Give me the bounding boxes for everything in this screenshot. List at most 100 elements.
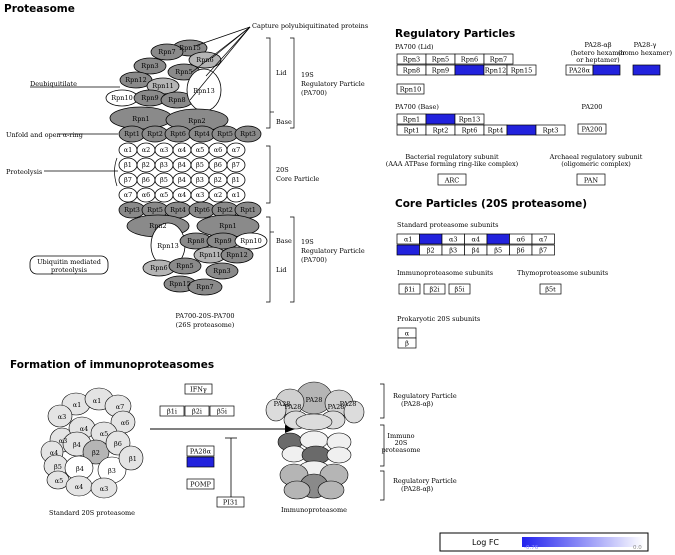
schematic-label-29: β4	[178, 161, 186, 169]
pan-box[interactable]	[576, 173, 606, 186]
schematic-label-64: Rpn15	[169, 280, 191, 288]
rp-bottom-1: 19S	[301, 238, 314, 246]
section-title-formation: Formation of immunoproteasomes	[10, 359, 214, 371]
thymo-b5t[interactable]	[539, 283, 562, 295]
schematic-label-9: Rpn8	[168, 96, 185, 104]
lid-top-label: Lid	[276, 69, 287, 77]
schematic-label-57: Rpn9	[214, 237, 231, 245]
schematic-label-8: Rpn9	[141, 94, 158, 102]
lid-rpn5-label: Rpn5	[432, 56, 449, 64]
formation-pi31[interactable]	[216, 496, 245, 508]
legend-title: Log FC	[472, 538, 499, 547]
base-rpt3[interactable]	[535, 124, 566, 136]
proteolysis-label: Proteolysis	[6, 168, 42, 176]
prok-beta-label: β	[405, 340, 409, 348]
legend-max: 0.0	[633, 545, 642, 551]
rpn10[interactable]	[396, 83, 425, 95]
section-title-proteasome: Proteasome	[4, 3, 75, 15]
schematic-label-35: β5	[160, 176, 168, 184]
thymo-title: Thymoproteasome subunits	[517, 269, 608, 277]
lid-rpn7[interactable]	[483, 53, 514, 65]
formation-rp-bottom-1: Regulatory Particle	[393, 477, 457, 485]
immuno-subunit-3[interactable]	[265, 398, 287, 422]
schematic-label-38: β2	[214, 176, 222, 184]
schematic-label-43: α4	[178, 191, 187, 199]
pa28g-box[interactable]	[632, 64, 661, 76]
pa700-lid-title: PA700 (Lid)	[395, 43, 434, 51]
schematic-label-23: α5	[196, 146, 205, 154]
immuno-subunit-19[interactable]	[317, 480, 345, 500]
rpn3-top[interactable]	[133, 57, 167, 75]
std-label-13: β4	[76, 465, 84, 473]
pa28g-title-1: PA28-γ	[634, 41, 657, 49]
immuno-subunit-13[interactable]	[326, 446, 352, 464]
formation-mid-1: Immuno	[387, 432, 414, 440]
std-label-12: β5	[54, 463, 62, 471]
formation-pa28a[interactable]	[186, 445, 215, 457]
beta-7[interactable]	[531, 244, 555, 256]
schematic-label-6: Rpn11	[152, 82, 174, 90]
std-caption: Standard 20S proteasome	[49, 509, 135, 517]
pa28b-box-label: PA28β	[596, 67, 617, 75]
ubiquitin-proteolysis-link[interactable]	[29, 255, 109, 275]
formation-β1i[interactable]	[159, 405, 185, 417]
schematic-label-60: Rpn12	[226, 251, 248, 259]
immuno-β2i[interactable]	[423, 283, 446, 295]
pa28g-box-label: PA28γ	[636, 67, 657, 75]
alpha-7[interactable]	[531, 233, 555, 245]
alpha-7-label: α7	[539, 236, 548, 244]
pa28ab-title-3: or heptamer)	[576, 56, 620, 64]
immuno-subunit-18[interactable]	[283, 480, 311, 500]
pa28b-box[interactable]	[592, 64, 621, 76]
prok-title: Prokaryotic 20S subunits	[397, 315, 480, 323]
schematic-label-58: Rpn10	[240, 237, 262, 245]
immuno-subunit-7[interactable]	[295, 413, 333, 431]
formation-mid-3: proteasome	[382, 446, 421, 454]
base-rpn13[interactable]	[454, 113, 485, 125]
rpn7-top[interactable]	[150, 43, 184, 61]
formation-β2i[interactable]	[184, 405, 210, 417]
std-label-9: β6	[114, 440, 122, 448]
std-label-6: α5	[100, 430, 109, 438]
schematic-label-51: Rpt2	[217, 206, 233, 214]
schematic-label-33: β7	[124, 176, 132, 184]
formation-rp-top-1: Regulatory Particle	[393, 392, 457, 400]
left-annotations: Capture polyubiquitinated proteins Deubi…	[6, 22, 368, 329]
prok-beta[interactable]	[397, 337, 417, 349]
lid-rpn12-label: Rpn12	[485, 67, 507, 75]
std-subunit-3[interactable]	[47, 404, 73, 428]
std-subunit-10[interactable]	[82, 439, 110, 465]
ubiquitin-box-2: proteolysis	[51, 266, 87, 274]
lid-rpn15[interactable]	[506, 64, 537, 76]
base-bottom-label: Base	[276, 237, 292, 245]
immuno-β1i[interactable]	[398, 283, 421, 295]
immuno-β5i[interactable]	[448, 283, 471, 295]
schematic-label-14: Rpt2	[147, 130, 163, 138]
pa28-cap-0: PA28	[274, 400, 291, 408]
std-label-16: α5	[55, 477, 64, 485]
schematic-label-49: Rpt4	[170, 206, 186, 214]
formation-β1i-label: β1i	[167, 408, 177, 416]
arc-box[interactable]	[437, 173, 467, 186]
formation-pa28b[interactable]	[186, 456, 215, 468]
std-label-0: α1	[73, 401, 82, 409]
immuno-β1i-label: β1i	[405, 286, 415, 294]
ifng-box[interactable]	[184, 383, 213, 395]
std-label-8: β2	[92, 449, 100, 457]
immuno-subunit-4[interactable]	[343, 400, 365, 424]
std-subunit-18[interactable]	[90, 477, 118, 499]
formation-rp-top-2: (PA28-αβ)	[401, 400, 434, 408]
beta-3-label: β3	[449, 247, 457, 255]
formation-β5i[interactable]	[209, 405, 235, 417]
formation-pomp[interactable]	[186, 478, 215, 490]
base-rpt4-label: Rpt4	[488, 127, 504, 135]
pa200-box[interactable]	[577, 123, 607, 135]
arch-title-2: (oligomeric complex)	[561, 160, 631, 168]
schematic-label-61: Rpn6	[150, 264, 167, 272]
std-subunit-15[interactable]	[118, 445, 144, 471]
proteasome-26s-schematic	[105, 39, 268, 296]
prok-alpha-label: α	[405, 330, 410, 338]
base-rpt1-label: Rpt1	[404, 127, 420, 135]
